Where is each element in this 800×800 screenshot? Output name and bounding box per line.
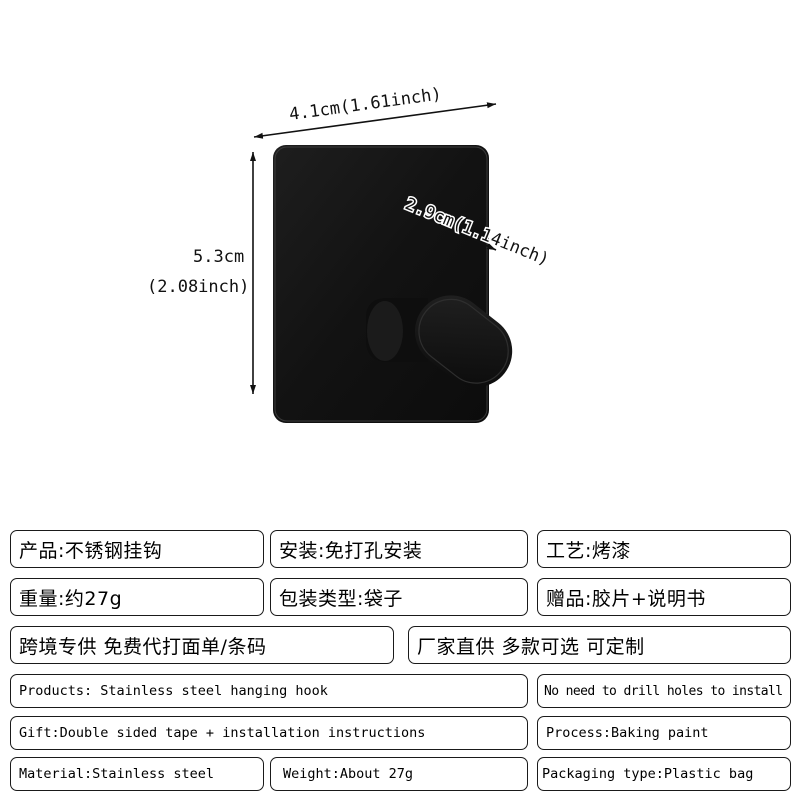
spec-cn-factory-text: 厂家直供 多款可选 可定制: [417, 635, 645, 658]
spec-cn-packaging: 包装类型:袋子: [270, 578, 528, 616]
depth-dimension-line: [406, 208, 497, 251]
spec-cn-craft-text: 工艺:烤漆: [546, 539, 631, 562]
spec-en-material: Material:Stainless steel: [10, 757, 264, 791]
mounting-plate: [273, 145, 489, 423]
spec-cn-install: 安装:免打孔安装: [270, 530, 528, 568]
height-dimension-inch: (2.08inch): [147, 277, 249, 297]
spec-en-process-text: Process:Baking paint: [546, 725, 709, 741]
spec-cn-packaging-text: 包装类型:袋子: [279, 587, 403, 610]
height-dimension-cm: 5.3cm: [193, 247, 244, 267]
spec-cn-craft: 工艺:烤漆: [537, 530, 791, 568]
spec-cn-crossborder: 跨境专供 免费代打面单/条码: [10, 626, 394, 664]
spec-en-weight: Weight:About 27g: [270, 757, 528, 791]
spec-cn-weight-text: 重量:约27g: [19, 587, 123, 610]
mounting-plate-highlight: [274, 146, 488, 422]
width-dimension-line: [253, 102, 497, 139]
hook-stem-edge: [367, 301, 403, 361]
spec-en-products-text: Products: Stainless steel hanging hook: [19, 683, 328, 699]
spec-en-material-text: Material:Stainless steel: [19, 766, 215, 782]
spec-cn-weight: 重量:约27g: [10, 578, 264, 616]
spec-en-no-drill-text: No need to drill holes to install: [544, 683, 783, 699]
spec-en-packaging-text: Packaging type:Plastic bag: [542, 766, 754, 782]
product-illustration: 4.1cm(1.61inch) 5.3cm (2.08inch) 2.9cm(1…: [147, 84, 553, 423]
spec-en-gift: Gift:Double sided tape + installation in…: [10, 716, 528, 750]
spec-cn-install-text: 安装:免打孔安装: [279, 539, 423, 562]
spec-en-weight-text: Weight:About 27g: [283, 766, 414, 782]
width-dimension-label: 4.1cm(1.61inch): [288, 84, 443, 125]
spec-en-packaging: Packaging type:Plastic bag: [537, 757, 791, 791]
spec-cn-crossborder-text: 跨境专供 免费代打面单/条码: [19, 635, 267, 658]
spec-en-process: Process:Baking paint: [537, 716, 791, 750]
spec-cn-gift-text: 赠品:胶片+说明书: [546, 587, 706, 610]
spec-en-gift-text: Gift:Double sided tape + installation in…: [19, 725, 426, 741]
spec-en-products: Products: Stainless steel hanging hook: [10, 674, 528, 708]
spec-cn-product-text: 产品:不锈钢挂钩: [19, 539, 163, 562]
spec-cn-factory: 厂家直供 多款可选 可定制: [408, 626, 791, 664]
spec-cn-gift: 赠品:胶片+说明书: [537, 578, 791, 616]
spec-cn-product: 产品:不锈钢挂钩: [10, 530, 264, 568]
hook-cap: [414, 295, 513, 388]
spec-en-no-drill: No need to drill holes to install: [537, 674, 791, 708]
